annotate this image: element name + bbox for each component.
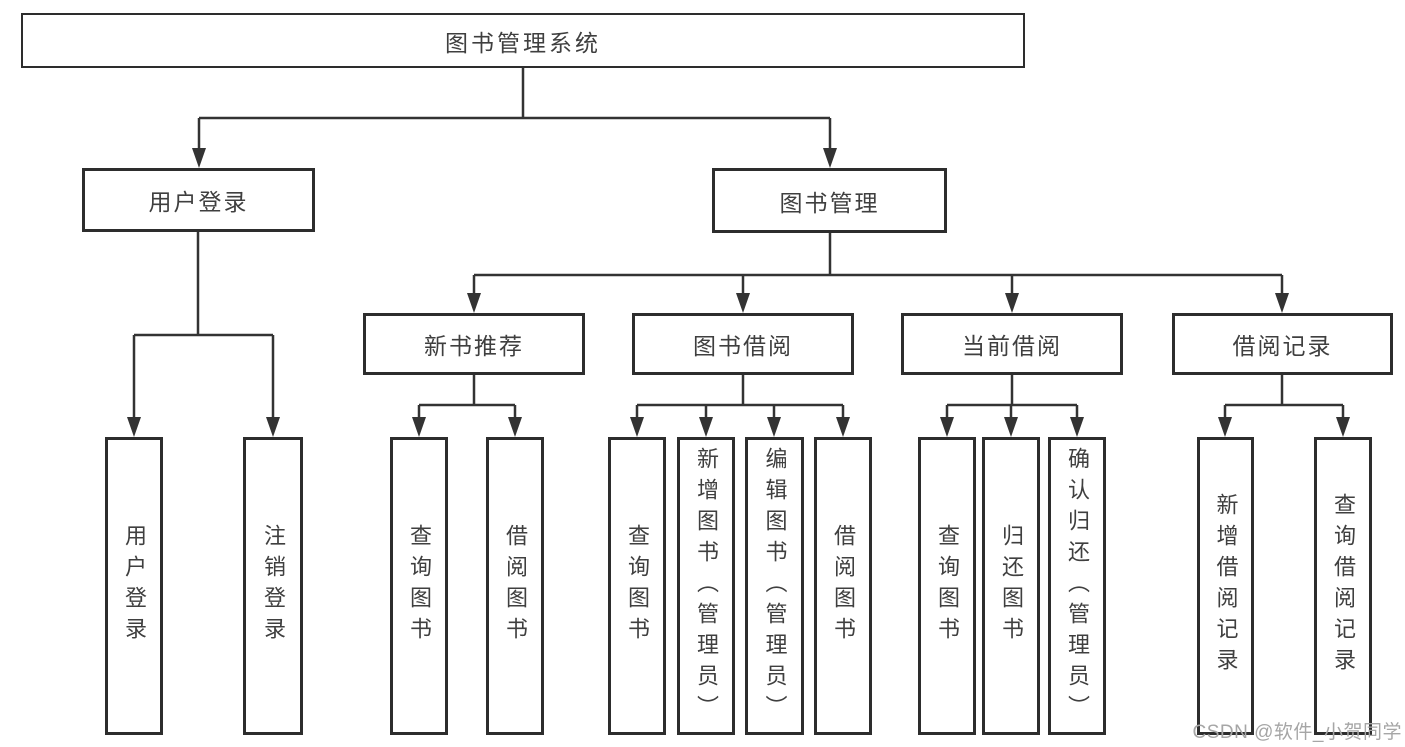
node-user-login: 用户登录 [82,168,315,232]
node-label: 图书管理 [779,189,880,216]
connector-records-to-leaves [1218,375,1350,437]
connector-login-to-leaves [127,232,280,437]
leaf-user-login: 用户登录 [105,437,163,735]
node-label: 查询图书 [935,524,960,648]
node-borrow-records: 借阅记录 [1172,313,1393,375]
node-label: 查询图书 [407,524,432,648]
node-label: 图书管理系统 [445,29,601,56]
leaf-borrow-edit-books-admin: 编辑图书（管理员） [745,437,804,735]
node-library-management-system: 图书管理系统 [21,13,1025,68]
connector-current-to-leaves [940,375,1084,437]
leaf-records-add-record: 新增借阅记录 [1197,437,1254,735]
node-label: 图书借阅 [693,333,793,359]
node-book-borrow: 图书借阅 [632,313,854,375]
node-label: 注销登录 [261,524,286,648]
leaf-current-return-books: 归还图书 [982,437,1040,735]
connector-management-to-level3 [467,233,1289,313]
node-label: 新增借阅记录 [1213,493,1239,679]
leaf-current-confirm-return-admin: 确认归还（管理员） [1048,437,1106,735]
node-current-borrow: 当前借阅 [901,313,1123,375]
leaf-recommend-query-books: 查询图书 [390,437,448,735]
node-label: 借阅记录 [1232,333,1333,359]
leaf-borrow-add-books-admin: 新增图书（管理员） [677,437,735,735]
leaf-borrow-query-books: 查询图书 [608,437,666,735]
node-label: 借阅图书 [503,524,528,648]
node-label: 新书推荐 [424,333,524,359]
node-label: 当前借阅 [962,333,1062,359]
node-new-book-recommend: 新书推荐 [363,313,585,375]
watermark-csdn: CSDN @软件_小贺同学 [1192,722,1402,743]
leaf-records-query-record: 查询借阅记录 [1314,437,1372,735]
node-label: 借阅图书 [831,524,856,648]
node-book-management: 图书管理 [712,168,947,233]
connector-borrow-to-leaves [630,375,850,437]
node-label: 查询借阅记录 [1331,493,1356,679]
connector-recommend-to-leaves [412,375,522,437]
leaf-current-query-books: 查询图书 [918,437,976,735]
node-label: 新增图书（管理员） [694,446,719,726]
leaf-recommend-borrow-books: 借阅图书 [486,437,544,735]
leaf-logout: 注销登录 [243,437,303,735]
node-label: 查询图书 [625,524,650,648]
leaf-borrow-borrow-books: 借阅图书 [814,437,872,735]
node-label: 用户登录 [122,524,147,648]
node-label: 编辑图书（管理员） [762,446,788,726]
connector-root-to-level2 [192,68,837,168]
node-label: 用户登录 [148,189,249,215]
node-label: 确认归还（管理员） [1065,446,1090,726]
node-label: 归还图书 [999,524,1024,648]
